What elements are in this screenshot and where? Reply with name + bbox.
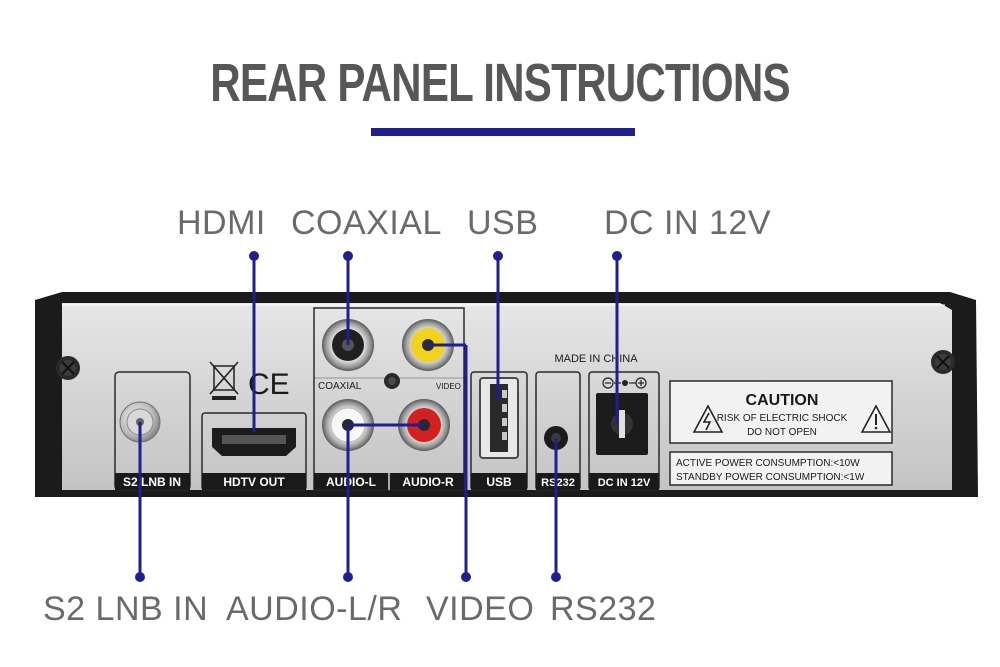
screw-right xyxy=(931,350,955,374)
callout-s2-lnb-in: S2 LNB IN xyxy=(43,590,209,628)
callout-lines xyxy=(135,251,622,582)
callout-audio-lr: AUDIO-L/R xyxy=(226,590,403,628)
rca-block-screw xyxy=(384,373,400,389)
callout-dot-lnb xyxy=(135,572,145,582)
panel-label-usb: USB xyxy=(486,475,512,489)
caution-heading: CAUTION xyxy=(746,392,819,409)
caution-line-1: RISK OF ELECTRIC SHOCK xyxy=(717,413,848,424)
panel-label-audio-r: AUDIO-R xyxy=(402,475,454,489)
callout-rs232: RS232 xyxy=(550,590,657,628)
weee-icon xyxy=(209,361,239,400)
callout-dot-audio xyxy=(343,572,353,582)
rca-block xyxy=(313,307,465,491)
callout-coaxial: COAXIAL xyxy=(291,204,442,242)
panel-label-hdtv-out: HDTV OUT xyxy=(223,475,285,489)
caution-line-2: DO NOT OPEN xyxy=(747,427,817,438)
callout-video: VIDEO xyxy=(426,590,535,628)
callout-dot-video xyxy=(461,572,471,582)
title-underline xyxy=(371,128,635,136)
dc-in-port xyxy=(588,371,660,491)
caution-label xyxy=(669,380,893,444)
callout-dot-rs232 xyxy=(551,572,561,582)
usb-port xyxy=(470,371,528,491)
screw-left xyxy=(56,356,80,380)
active-power-text: ACTIVE POWER CONSUMPTION:<10W xyxy=(676,458,860,469)
panel-label-dc-in: DC IN 12V xyxy=(598,477,651,489)
panel-label-lnb: S2 LNB IN xyxy=(123,475,181,489)
standby-power-text: STANDBY POWER CONSUMPTION:<1W xyxy=(676,472,865,483)
callout-usb: USB xyxy=(467,204,539,242)
panel-label-coaxial: COAXIAL xyxy=(318,381,362,392)
callout-hdmi: HDMI xyxy=(177,204,266,242)
page-title: REAR PANEL INSTRUCTIONS xyxy=(210,53,790,113)
made-in-label: MADE IN CHINA xyxy=(554,353,638,365)
panel-label-video: VIDEO xyxy=(436,382,461,391)
panel-label-rs232: RS232 xyxy=(541,477,575,489)
panel-label-audio-l: AUDIO-L xyxy=(326,475,376,489)
callout-dc-in: DC IN 12V xyxy=(604,204,771,242)
power-consumption-label xyxy=(669,451,893,486)
